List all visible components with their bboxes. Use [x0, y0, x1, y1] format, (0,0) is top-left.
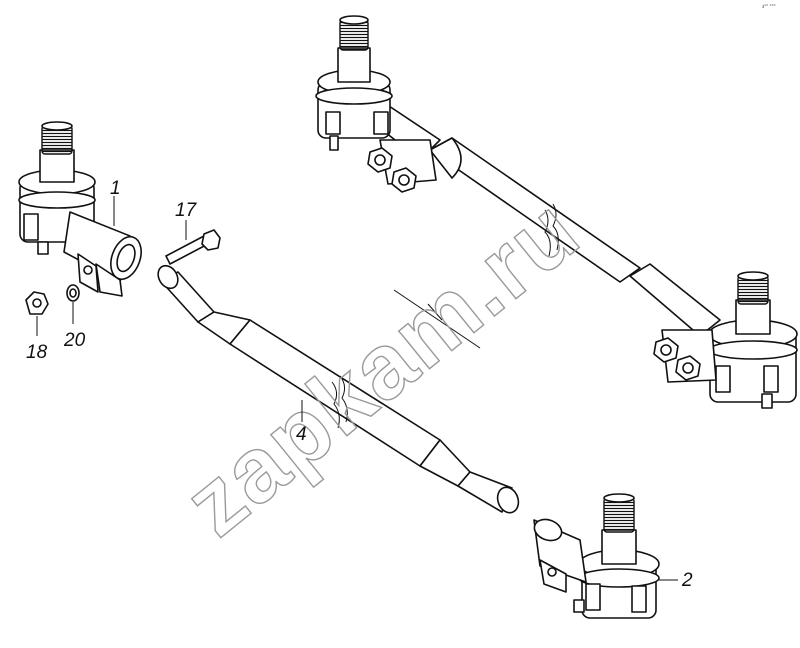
part-2-tie-rod-end — [533, 493, 660, 619]
callout-label-1: 1 — [110, 178, 121, 199]
callout-4: 4 — [296, 400, 307, 445]
assembled-right-ball-joint — [708, 271, 798, 409]
callout-label-4: 4 — [296, 424, 307, 445]
assembled-left-clamp — [367, 139, 437, 193]
callout-18: 18 — [26, 316, 48, 363]
part-18-nut — [25, 291, 49, 315]
assembled-left-ball-joint — [315, 15, 393, 151]
watermark: zapkam.ru — [166, 179, 598, 556]
part-20-washer — [66, 284, 80, 302]
assembled-right-clamp — [653, 329, 717, 383]
callout-17: 17 — [175, 200, 198, 240]
part-4-tie-rod-tube — [157, 264, 520, 514]
callout-label-18: 18 — [26, 342, 48, 363]
part-1-tie-rod-end — [18, 121, 142, 297]
corner-mark: з°° °°° — [762, 4, 776, 10]
assembly-leader-marks — [393, 289, 481, 349]
callout-label-2: 2 — [681, 570, 693, 591]
callout-2: 2 — [658, 570, 693, 591]
callout-label-20: 20 — [63, 330, 86, 351]
callout-1: 1 — [110, 178, 121, 226]
assembled-tie-rod — [315, 15, 798, 409]
callout-label-17: 17 — [175, 200, 198, 221]
callout-20: 20 — [63, 302, 86, 351]
part-17-clamp-bolt — [165, 229, 221, 265]
